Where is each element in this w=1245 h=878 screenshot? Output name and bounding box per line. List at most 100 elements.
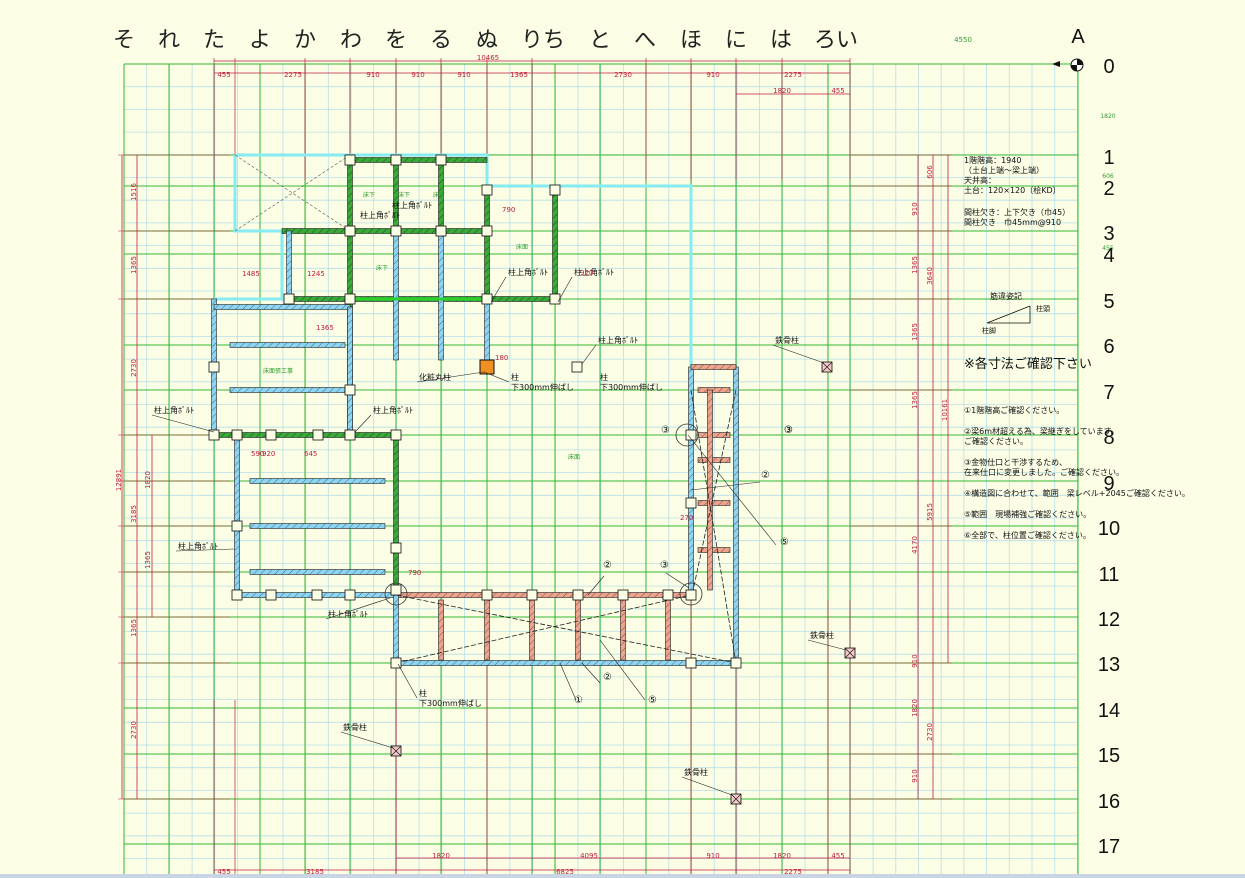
dimension-text: 2275 [784, 71, 802, 79]
circle-mark: ② [761, 470, 770, 481]
dimension-text: 910 [411, 71, 424, 79]
dimension-text: 1485 [242, 270, 260, 278]
beam-salmon [697, 387, 731, 393]
extend-label: 下300mm伸ばし [511, 382, 574, 392]
dimension-text: 12891 [115, 469, 123, 491]
leader-line [687, 434, 777, 546]
leader-line [151, 414, 215, 433]
beam-blue [347, 306, 353, 436]
kanamono-label: 柱上角ﾎﾞﾙﾄ [373, 405, 413, 415]
beam-blue [393, 230, 399, 361]
row-label: 12 [1097, 609, 1121, 631]
column-post [662, 589, 674, 601]
beam-blue [249, 569, 386, 575]
circle-mark: ③ [784, 425, 793, 436]
steel-column-cross [821, 361, 833, 373]
note-ceiling-height: 天井高： [964, 176, 996, 185]
leader-line [772, 344, 825, 364]
room-label: 床面 [568, 453, 580, 461]
note-item-2: ②梁6m材超える為、梁継ぎをしています。 ご確認ください。 [964, 427, 1234, 447]
dimension-text: 1820 [432, 852, 450, 860]
row-label: 3 [1103, 223, 1115, 245]
brace-line [690, 389, 737, 601]
frame-sketch-label: 柱頭 [1036, 304, 1050, 313]
joint-circle [679, 582, 703, 606]
dimension-text: 590 [251, 450, 264, 458]
beam-salmon [395, 592, 692, 598]
column-post [481, 589, 493, 601]
room-label: 床下 [363, 191, 375, 199]
dimension-text: 910 [911, 202, 919, 215]
dimension-text: 790 [502, 206, 515, 214]
dimension-text: 910 [911, 654, 919, 667]
column-label: わ [339, 28, 362, 53]
circle-mark: ② [603, 560, 612, 571]
beam-salmon [620, 599, 626, 661]
dimension-text: 1365 [144, 551, 152, 569]
column-label: に [724, 28, 747, 53]
north-mark-icon [1071, 59, 1083, 71]
kanamono-label: 柱上角ﾎﾞﾙﾄ [154, 405, 194, 415]
leader-line [175, 548, 235, 552]
column-post [435, 225, 447, 237]
leader-line [490, 276, 507, 303]
column-label: を [384, 28, 407, 53]
steel-column-cross [390, 745, 402, 757]
steel-column-cross [730, 793, 742, 805]
dimension-text: 10465 [477, 54, 499, 62]
row-label: 9 [1103, 473, 1115, 495]
beam-green [349, 157, 488, 163]
leader-line [581, 344, 597, 365]
column-post [685, 589, 697, 601]
dimension-text: 1820 [911, 699, 919, 717]
circle-mark: ① [574, 695, 583, 706]
beam-salmon [529, 599, 535, 661]
column-post [344, 225, 356, 237]
beam-blue [438, 230, 444, 361]
beam-blue [395, 660, 737, 666]
note-item-4: ④構造図に合わせて、範囲 梁レベル+2045ご確認ください。 [964, 489, 1234, 499]
dimension-text: 10161 [941, 399, 949, 421]
dimension-text: 2730 [130, 721, 138, 739]
extend-label: 下300mm伸ばし [419, 698, 482, 708]
dimension-text: 270 [680, 514, 693, 522]
void-cross-line [234, 154, 351, 232]
note-stud-notch-spacing: 間柱欠き 巾45mm@910 [964, 218, 1062, 227]
beam-green [349, 228, 488, 234]
beam-salmon [438, 599, 444, 661]
column-post [685, 497, 697, 509]
dimension-text: 3185 [130, 505, 138, 523]
dimension-text: 2730 [130, 359, 138, 377]
row-label: 5 [1103, 291, 1115, 313]
dimension-text: 1516 [130, 183, 138, 201]
column-post [481, 184, 493, 196]
circle-mark: ③ [784, 425, 793, 436]
dimension-text: 790 [408, 569, 421, 577]
dimension-text: 4095 [580, 852, 598, 860]
column-post [481, 293, 493, 305]
column-post [231, 520, 243, 532]
dimension-text: 1365 [911, 323, 919, 341]
leader-line [354, 414, 372, 433]
leader-line [325, 597, 391, 620]
row-label: 4 [1103, 245, 1115, 267]
frame-sketch-label: 柱脚 [982, 326, 996, 335]
row-label: 6 [1103, 336, 1115, 358]
beam-salmon [697, 547, 731, 553]
column-post [572, 589, 584, 601]
void-cross-line [234, 154, 351, 232]
room-label: 床下 [433, 191, 445, 199]
note-item-2-line: ご確認ください。 [964, 437, 1028, 446]
column-post [231, 429, 243, 441]
beam-salmon [690, 364, 737, 370]
note-item-2-line: ②梁6m材超える為、梁継ぎをしています。 [964, 427, 1119, 436]
row-label: 8 [1103, 427, 1115, 449]
steel-column-label: 鉄骨柱 [810, 630, 834, 640]
column-label: と [588, 28, 611, 53]
beam-salmon [697, 500, 731, 506]
beam-salmon [484, 599, 490, 661]
column-label: よ [248, 28, 271, 53]
column-post [283, 293, 295, 305]
dimension-text: 645 [304, 450, 317, 458]
